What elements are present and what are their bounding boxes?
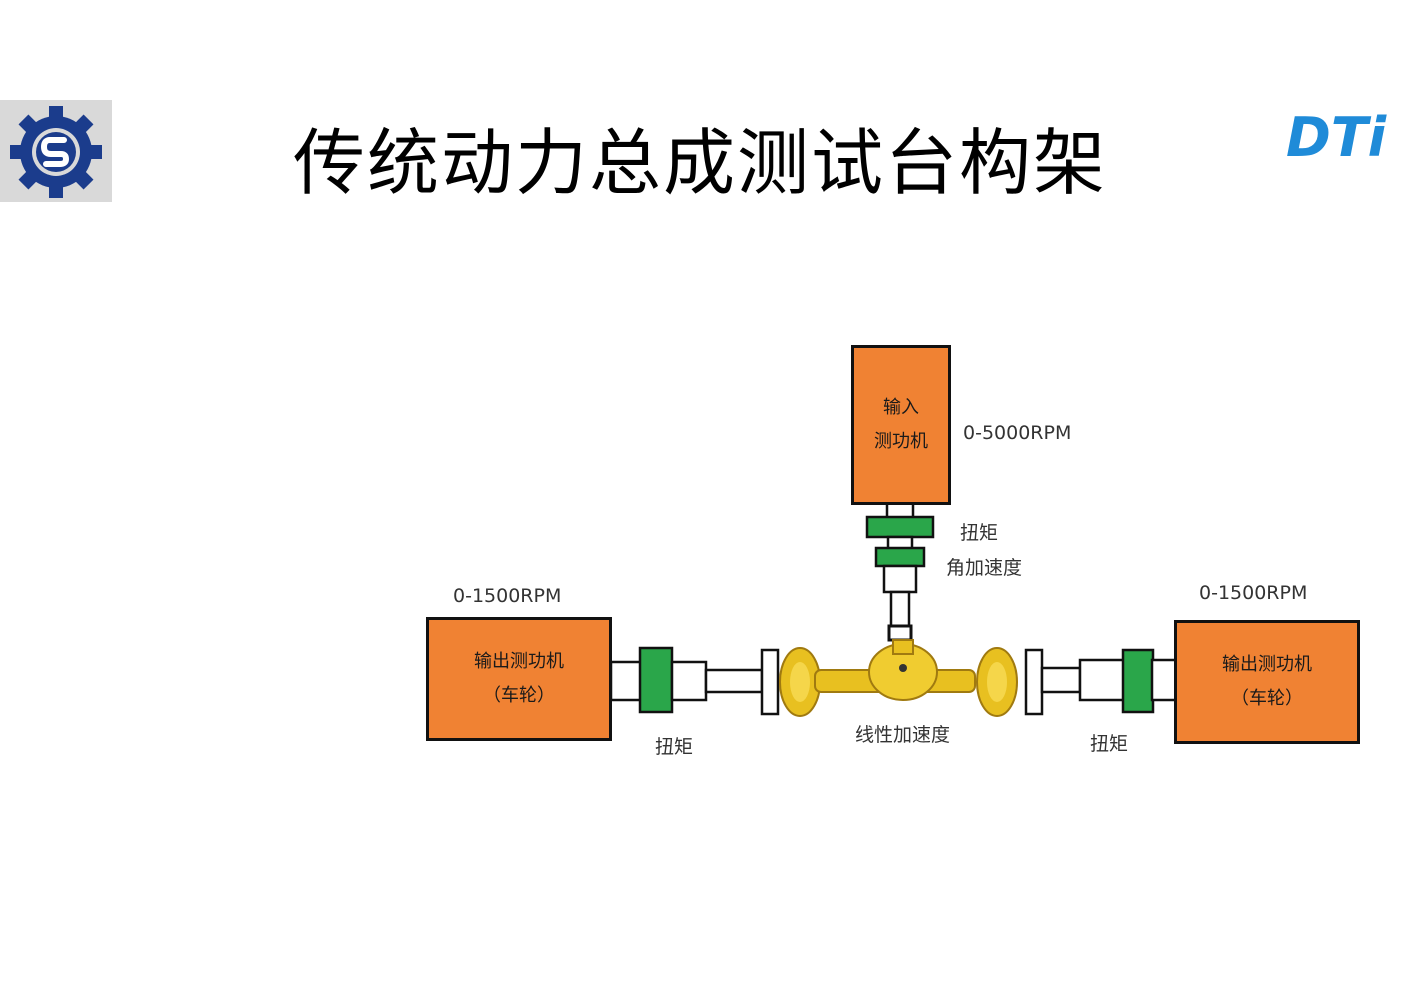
input-torque-label: 扭矩 (960, 522, 999, 544)
input-shaft (865, 501, 935, 642)
left-torque-label: 扭矩 (655, 736, 694, 758)
input-speed-label: 0-5000RPM (963, 422, 1072, 444)
left-torque-flange (638, 646, 674, 714)
right-dyno-label-2: （车轮） (1231, 688, 1303, 709)
left-dyno-box: 输出测功机 （车轮） (426, 617, 612, 741)
page-title: 传统动力总成测试台构架 (292, 121, 1107, 205)
input-dyno-label-1: 输入 (883, 397, 919, 418)
right-dyno-label-1: 输出测功机 (1222, 654, 1312, 675)
left-dyno-label-2: （车轮） (483, 685, 555, 706)
left-shaft (609, 646, 780, 716)
left-speed-label: 0-1500RPM (453, 585, 562, 607)
right-torque-label: 扭矩 (1090, 733, 1129, 755)
input-dyno-box: 输入 测功机 (851, 345, 951, 505)
input-accel-flange (874, 546, 926, 568)
left-dyno-label-1: 输出测功机 (474, 651, 564, 672)
right-dyno-box: 输出测功机 （车轮） (1174, 620, 1360, 744)
right-shaft (1024, 648, 1178, 716)
input-dyno-label-2: 测功机 (874, 431, 928, 452)
input-angular-accel-label: 角加速度 (946, 557, 1023, 579)
right-torque-flange (1121, 648, 1155, 714)
axle-assembly (779, 639, 1018, 717)
right-speed-label: 0-1500RPM (1199, 582, 1308, 604)
dti-logo: DTi (1286, 106, 1387, 169)
axle-linear-accel-label: 线性加速度 (855, 724, 951, 746)
company-logo (0, 100, 112, 202)
input-torque-flange (865, 515, 935, 539)
gear-logo-icon (10, 106, 102, 198)
